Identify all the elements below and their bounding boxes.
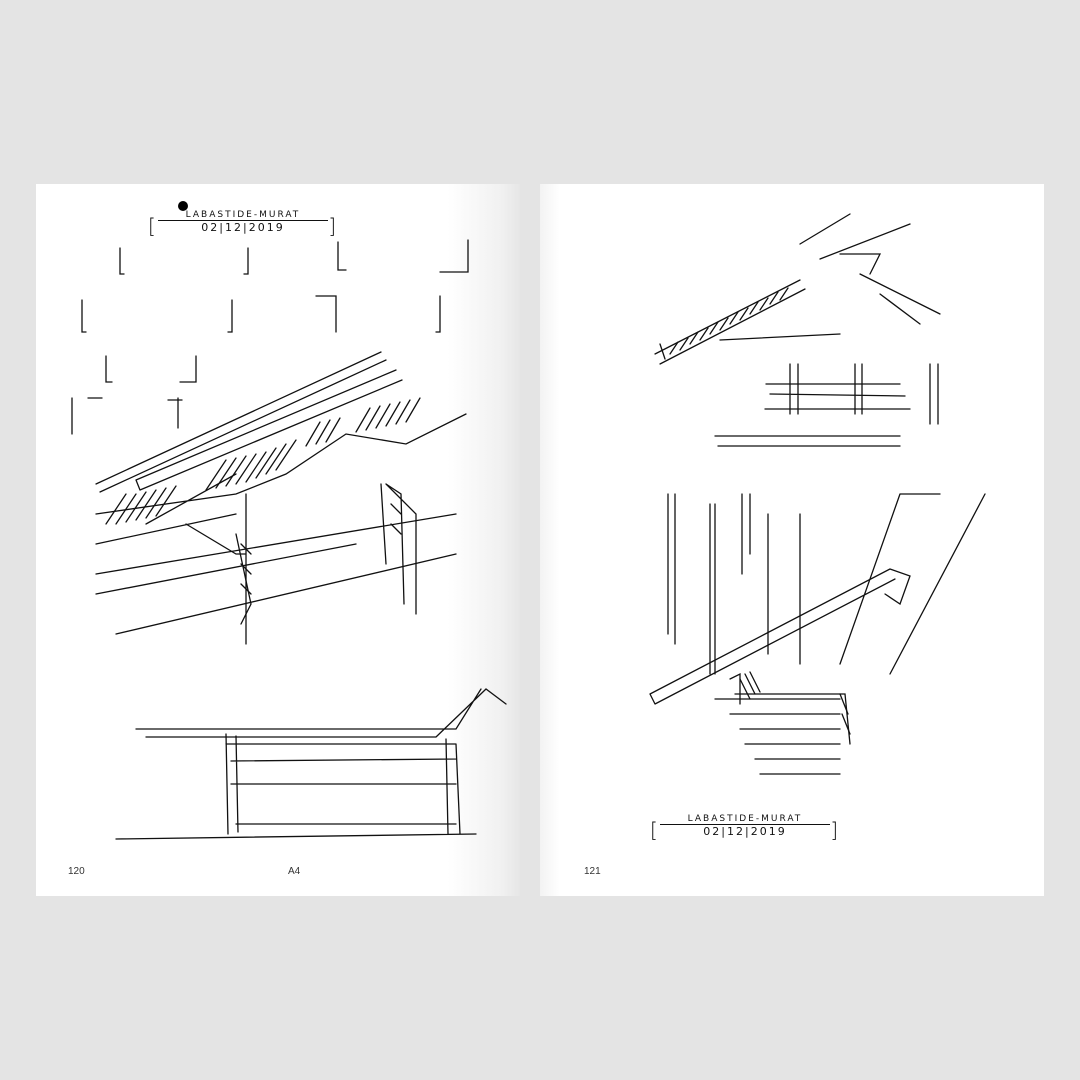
caption-date: 02|12|2019: [703, 825, 787, 838]
caption-date: 02|12|2019: [201, 221, 285, 234]
caption-place: LABASTIDE-MURAT: [158, 210, 328, 221]
ink-dot: [178, 201, 188, 211]
sketch-caption: LABASTIDE-MURAT 02|12|2019: [650, 814, 840, 842]
right-page-sketches: [649, 213, 986, 775]
page-number: 121: [584, 866, 601, 877]
hatching: [105, 397, 421, 595]
format-label: A4: [288, 866, 301, 877]
caption-place: LABASTIDE-MURAT: [660, 814, 830, 825]
right-page: LABASTIDE-MURAT 02|12|2019 121: [540, 184, 1044, 896]
sketch-caption: LABASTIDE-MURAT 02|12|2019: [148, 210, 338, 238]
left-page: LABASTIDE-MURAT 02|12|2019 120 A4: [36, 184, 520, 896]
left-page-sketches: [71, 201, 507, 840]
page-number: 120: [68, 866, 85, 877]
